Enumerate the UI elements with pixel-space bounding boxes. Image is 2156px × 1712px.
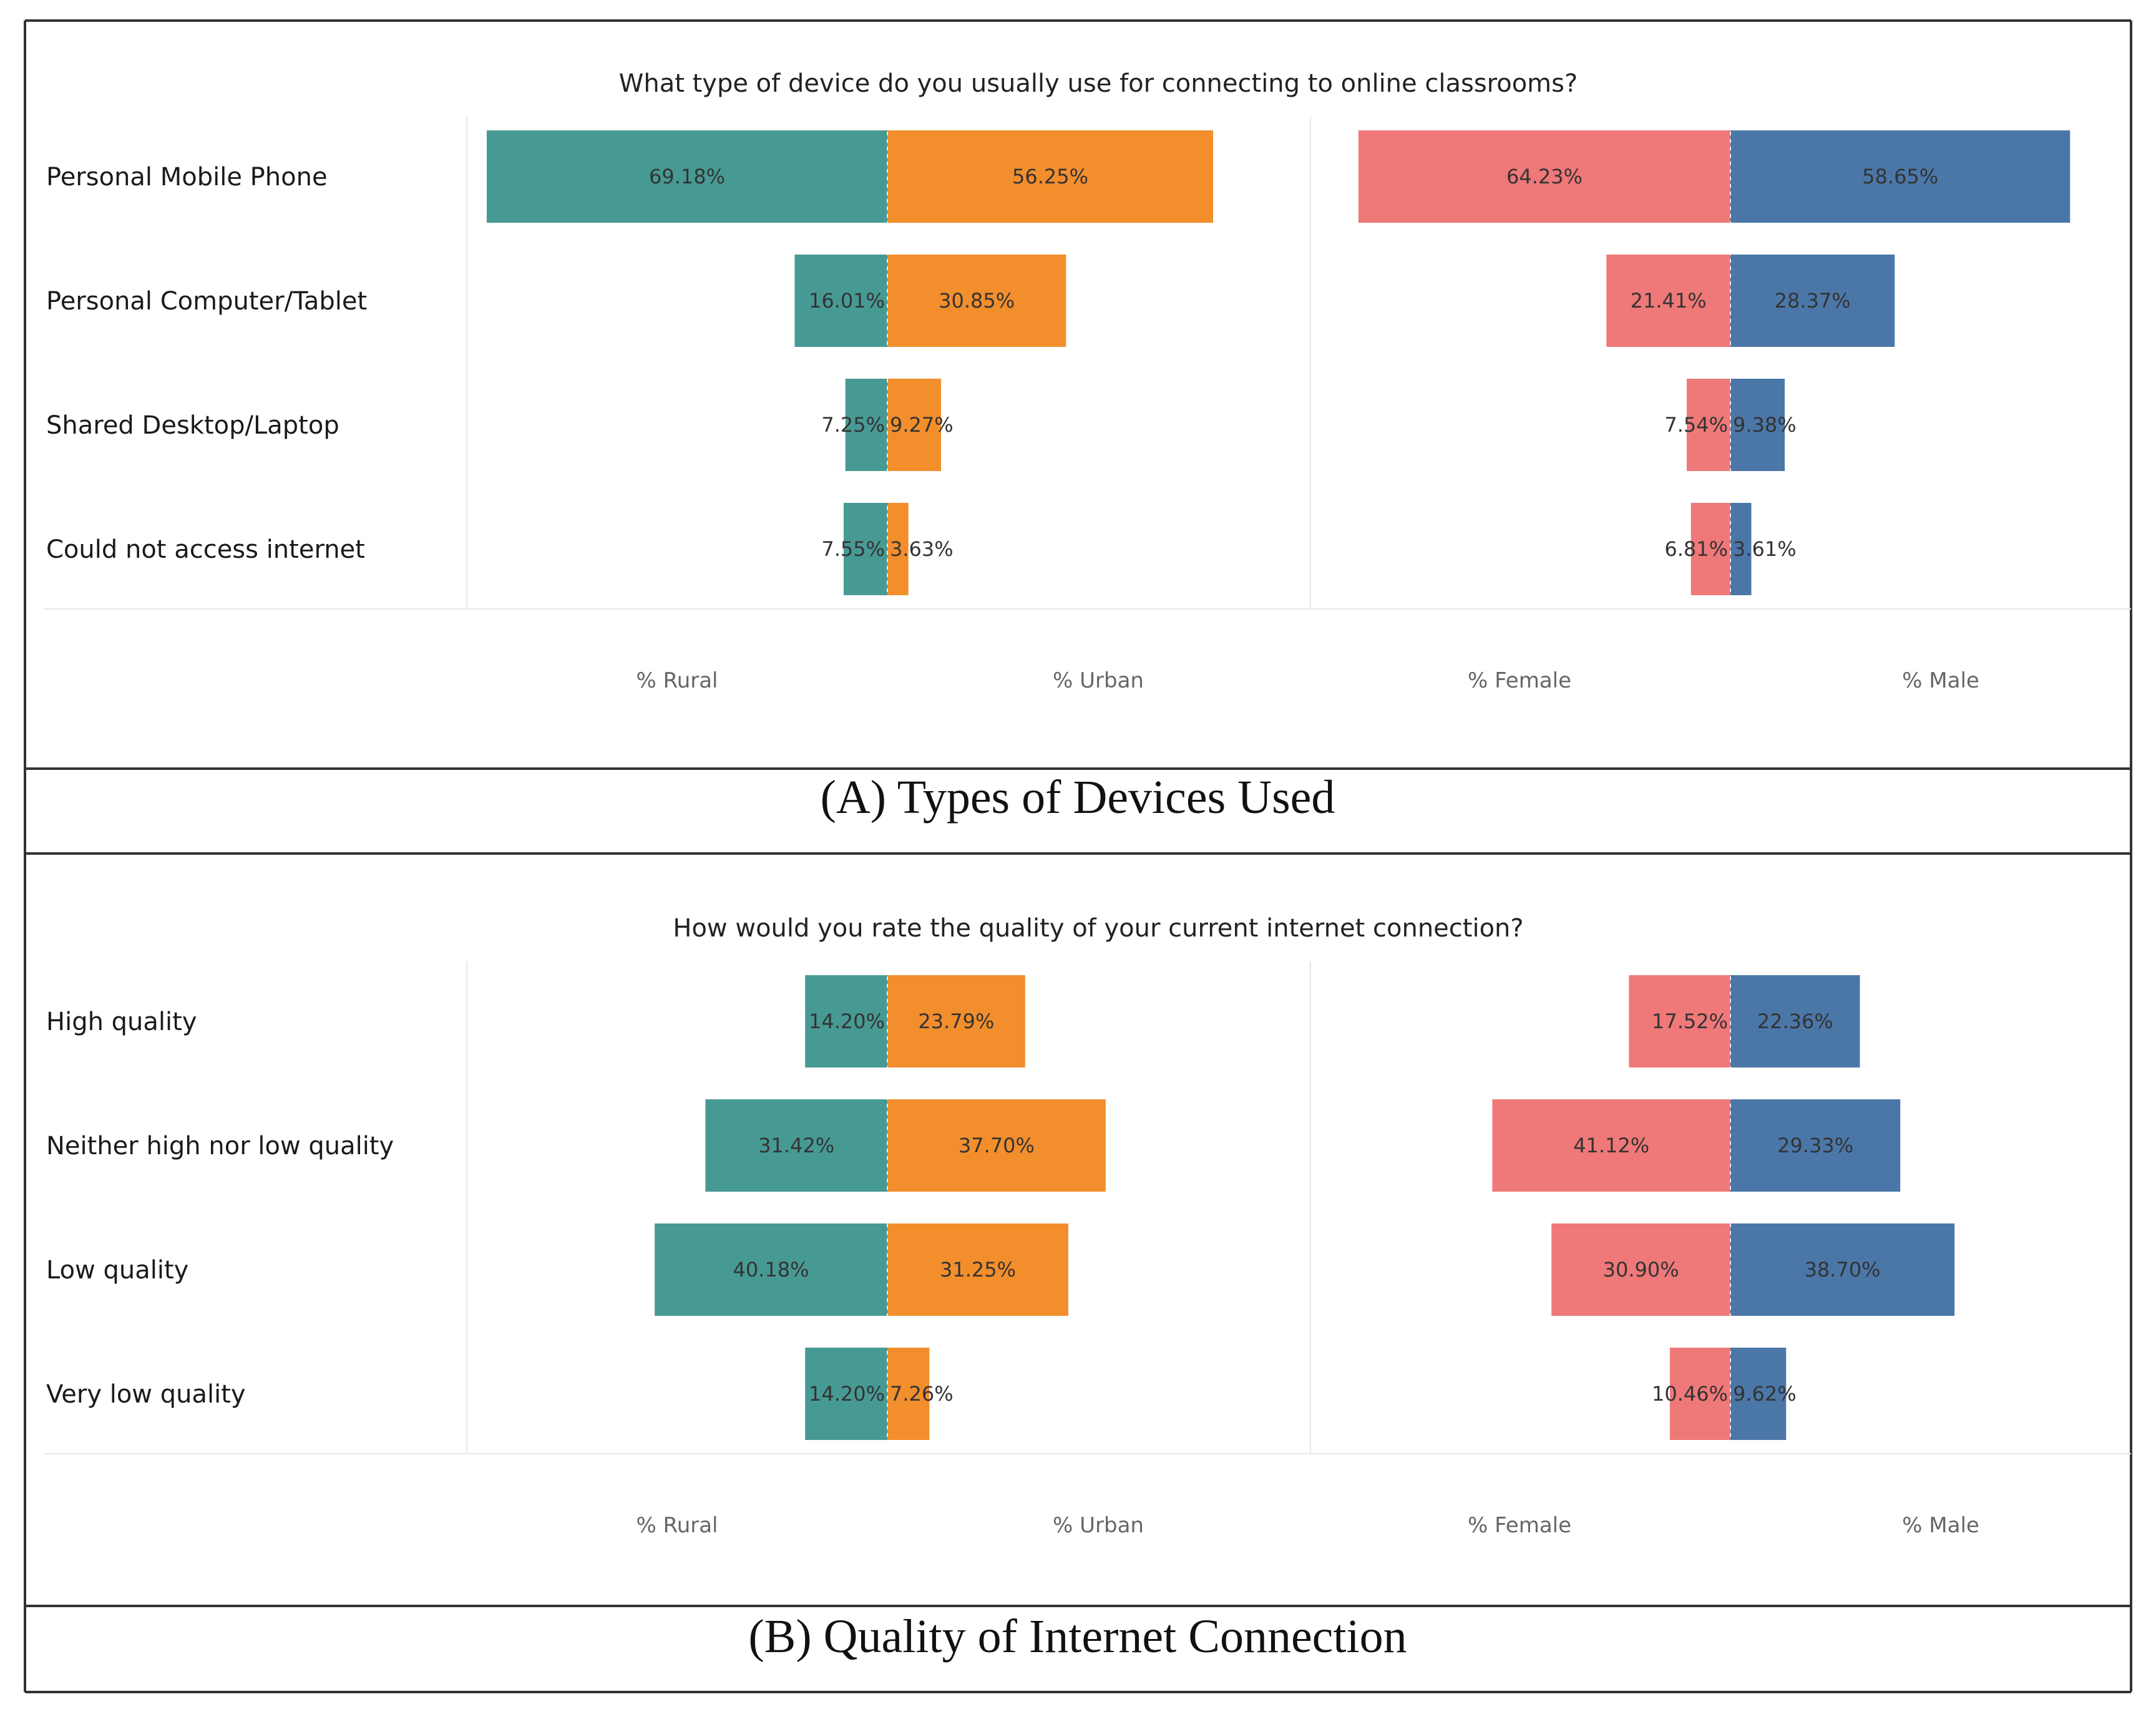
bar-female xyxy=(1629,975,1730,1068)
data-label: 31.42% xyxy=(758,1134,834,1157)
bar-male xyxy=(1730,975,1860,1068)
bar-rural xyxy=(805,975,887,1068)
axis-label: % Female xyxy=(1468,668,1571,693)
data-label: 16.01% xyxy=(809,289,885,313)
data-label: 10.46% xyxy=(1652,1382,1728,1406)
category-label: Very low quality xyxy=(46,1380,246,1409)
category-label: Shared Desktop/Laptop xyxy=(46,411,339,440)
data-label: 40.18% xyxy=(733,1258,809,1282)
bar-female xyxy=(1606,255,1730,347)
data-label: 17.52% xyxy=(1652,1009,1728,1033)
data-label: 56.25% xyxy=(1012,165,1088,188)
bar-female xyxy=(1492,1099,1730,1192)
data-label: 7.54% xyxy=(1664,413,1728,437)
data-label: 22.36% xyxy=(1757,1009,1833,1033)
bar-urban xyxy=(887,255,1066,347)
bar-urban xyxy=(887,975,1025,1068)
bar-urban xyxy=(887,379,942,471)
category-label: High quality xyxy=(46,1008,197,1036)
data-label: 29.33% xyxy=(1777,1134,1853,1157)
axis-label: % Male xyxy=(1902,668,1979,693)
data-label: 28.37% xyxy=(1775,289,1851,313)
data-label: 14.20% xyxy=(809,1009,885,1033)
bar-urban xyxy=(887,503,909,595)
data-label: 7.26% xyxy=(890,1382,954,1406)
data-label: 23.79% xyxy=(918,1009,994,1033)
category-label: Neither high nor low quality xyxy=(46,1132,394,1160)
panel-caption: (A) Types of Devices Used xyxy=(821,771,1335,824)
data-label: 6.81% xyxy=(1664,537,1728,561)
bar-male xyxy=(1730,255,1895,347)
data-label: 9.62% xyxy=(1733,1382,1797,1406)
bar-female xyxy=(1669,1348,1730,1440)
chart-title: How would you rate the quality of your c… xyxy=(673,914,1523,943)
panel-caption: (B) Quality of Internet Connection xyxy=(748,1610,1407,1663)
bar-urban xyxy=(887,130,1214,223)
data-label: 21.41% xyxy=(1631,289,1707,313)
axis-label: % Urban xyxy=(1053,1513,1144,1538)
axis-label: % Urban xyxy=(1053,668,1144,693)
bar-rural xyxy=(805,1348,887,1440)
axis-label: % Female xyxy=(1468,1513,1571,1538)
bar-rural xyxy=(794,255,887,347)
bar-female xyxy=(1690,503,1730,595)
data-label: 31.25% xyxy=(940,1258,1016,1282)
data-label: 30.90% xyxy=(1603,1258,1679,1282)
bar-rural xyxy=(845,379,887,471)
bar-urban xyxy=(887,1348,930,1440)
data-label: 41.12% xyxy=(1573,1134,1649,1157)
data-label: 9.27% xyxy=(890,413,954,437)
category-label: Could not access internet xyxy=(46,535,365,564)
bar-male xyxy=(1730,379,1785,471)
data-label: 7.25% xyxy=(821,413,885,437)
bar-rural xyxy=(843,503,887,595)
bar-male xyxy=(1730,503,1752,595)
axis-label: % Male xyxy=(1902,1513,1979,1538)
data-label: 37.70% xyxy=(958,1134,1035,1157)
bar-male xyxy=(1730,1348,1787,1440)
bar-rural xyxy=(655,1223,887,1316)
category-label: Personal Mobile Phone xyxy=(46,163,328,192)
bar-urban xyxy=(887,1223,1069,1316)
bar-urban xyxy=(887,1099,1106,1192)
axis-label: % Rural xyxy=(636,668,718,693)
bar-rural xyxy=(705,1099,887,1192)
bar-rural xyxy=(487,130,887,223)
data-label: 3.63% xyxy=(890,537,954,561)
axis-label: % Rural xyxy=(636,1513,718,1538)
data-label: 30.85% xyxy=(939,289,1015,313)
bar-male xyxy=(1730,130,2071,223)
data-label: 3.61% xyxy=(1733,537,1797,561)
data-label: 64.23% xyxy=(1506,165,1583,188)
bar-female xyxy=(1687,379,1730,471)
category-label: Low quality xyxy=(46,1256,188,1285)
chart-title: What type of device do you usually use f… xyxy=(619,69,1578,98)
bar-female xyxy=(1358,130,1730,223)
data-label: 14.20% xyxy=(809,1382,885,1406)
data-label: 9.38% xyxy=(1733,413,1797,437)
bar-male xyxy=(1730,1223,1955,1316)
data-label: 38.70% xyxy=(1805,1258,1881,1282)
data-label: 69.18% xyxy=(649,165,725,188)
category-label: Personal Computer/Tablet xyxy=(46,287,367,316)
bar-male xyxy=(1730,1099,1901,1192)
data-label: 58.65% xyxy=(1862,165,1938,188)
data-label: 7.55% xyxy=(821,537,885,561)
bar-female xyxy=(1551,1223,1730,1316)
